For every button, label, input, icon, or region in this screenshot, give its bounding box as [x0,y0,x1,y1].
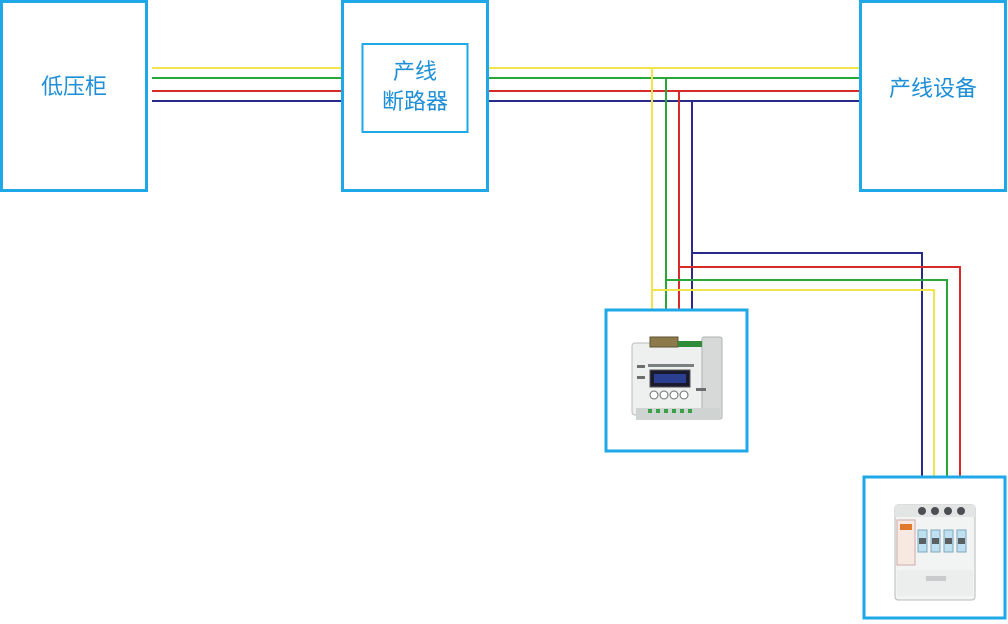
breaker-label-line1: 产线 [392,60,437,85]
breaker-label: 产线 断路器 [362,58,468,118]
drop-wires [651,68,693,309]
breaker-label-line2: 断路器 [381,90,448,115]
wire-blue-branch [692,252,923,503]
branch-wires [652,252,961,503]
equipment-label: 产线设备 [888,77,977,102]
equipment-box [859,0,1007,192]
cabinet-label: 低压柜 [40,75,107,100]
wire-yellow-branch [652,289,935,503]
wire-red-branch [679,266,961,503]
four-pole-breaker-icon [894,504,976,601]
breaker-inner-box [361,43,469,133]
din-rail-monitor-icon [631,336,723,420]
cabinet-box [0,0,148,192]
bus-wires [152,67,860,102]
wire-green-branch [666,279,948,503]
